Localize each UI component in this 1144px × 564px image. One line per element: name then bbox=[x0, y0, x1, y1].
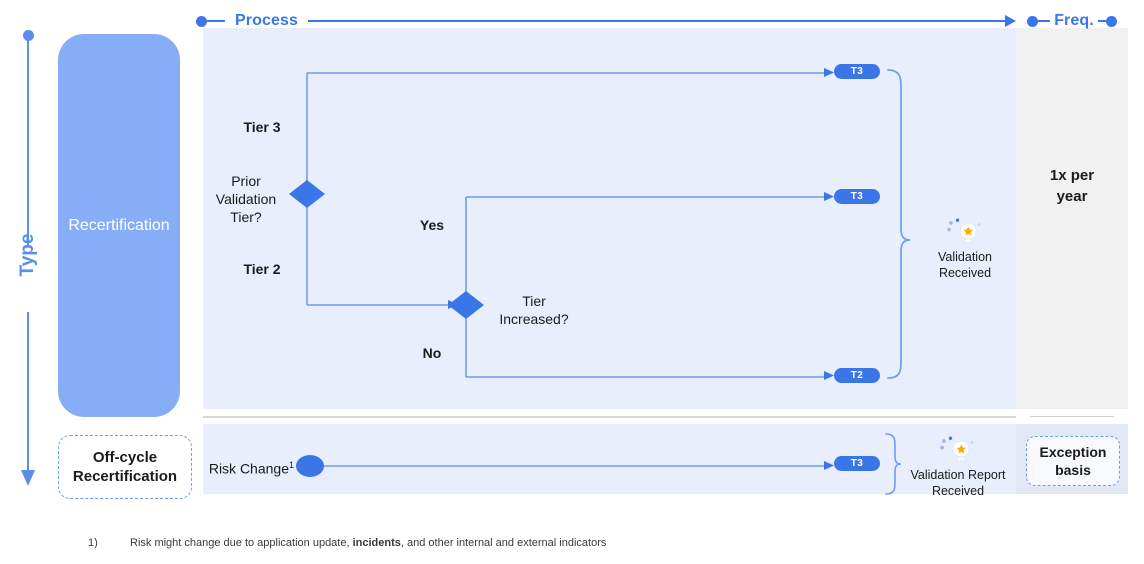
branch-label-tier2: Tier 2 bbox=[243, 261, 281, 277]
tier-badge-t3-mid[interactable]: T3 bbox=[834, 189, 880, 204]
decision-label-tier-increased: Tier Increased? bbox=[499, 293, 569, 327]
frequency-value-offcycle-box[interactable]: Exception basis bbox=[1026, 436, 1120, 486]
process-axis: Process bbox=[196, 12, 1016, 30]
process-column-panel-offcycle bbox=[203, 424, 1016, 494]
outcome-validation-report-received: Validation Report Received bbox=[898, 434, 1018, 499]
footnote-text-before: Risk might change due to application upd… bbox=[130, 537, 353, 549]
process-axis-start-dot bbox=[196, 15, 207, 27]
tier-badge-t3-top[interactable]: T3 bbox=[834, 64, 880, 79]
type-axis-line-upper bbox=[27, 39, 29, 246]
risk-change-text: Risk Change bbox=[208, 460, 289, 477]
frequency-axis-end-dot bbox=[1105, 15, 1117, 27]
process-axis-label: Process bbox=[235, 12, 298, 29]
type-axis-start-dot bbox=[23, 30, 34, 41]
frequency-axis-line-right bbox=[1097, 20, 1106, 22]
outcome-validation-received: Validation Received bbox=[910, 216, 1020, 281]
frequency-axis-label: Freq. bbox=[1054, 12, 1094, 29]
frequency-row-divider bbox=[1030, 416, 1114, 417]
type-axis-line-lower bbox=[27, 312, 29, 474]
footnote-text-bold: incidents bbox=[352, 537, 401, 549]
type-axis: Type bbox=[14, 30, 42, 492]
frequency-column-panel-main bbox=[1016, 28, 1128, 409]
type-axis-label: Type bbox=[17, 233, 38, 277]
outcome-validation-report-received-label: Validation Report Received bbox=[910, 468, 1006, 498]
footnote: 1) Risk might change due to application u… bbox=[88, 536, 988, 551]
offcycle-recertification-card[interactable]: Off-cycle Recertification bbox=[58, 435, 192, 499]
branch-label-no: No bbox=[422, 345, 442, 361]
decision-label-prior-validation-tier: Prior Validation Tier? bbox=[215, 173, 277, 225]
recertification-card[interactable]: Recertification bbox=[58, 34, 180, 417]
frequency-axis-line-left bbox=[1038, 20, 1051, 22]
risk-change-label: Risk Change1 bbox=[208, 456, 294, 478]
outcome-validation-received-label: Validation Received bbox=[938, 250, 992, 280]
frequency-axis: Freq. bbox=[1016, 12, 1128, 30]
tier-badge-t2-bottom[interactable]: T2 bbox=[834, 368, 880, 383]
process-axis-arrowhead bbox=[1005, 15, 1016, 27]
process-column-panel-main bbox=[203, 28, 1016, 409]
frequency-value-main: 1x per year bbox=[1049, 167, 1095, 205]
tier-badge-t3-offcycle[interactable]: T3 bbox=[834, 456, 880, 471]
type-axis-arrowhead bbox=[21, 470, 35, 486]
frequency-axis-start-dot bbox=[1027, 15, 1039, 27]
branch-label-tier3: Tier 3 bbox=[243, 119, 281, 135]
branch-label-yes: Yes bbox=[419, 217, 445, 233]
footnote-number: 1) bbox=[88, 537, 98, 549]
process-axis-line-right bbox=[307, 20, 1005, 22]
certificate-star-icon-offcycle bbox=[939, 436, 974, 463]
frequency-value-offcycle: Exception basis bbox=[1039, 444, 1107, 478]
recertification-card-label: Recertification bbox=[68, 216, 170, 234]
process-axis-line-left bbox=[207, 20, 225, 22]
offcycle-recertification-card-label: Off-cycle Recertification bbox=[72, 449, 178, 485]
process-row-divider bbox=[203, 416, 1016, 418]
risk-change-footnote-ref: 1 bbox=[288, 460, 294, 470]
footnote-text-after: , and other internal and external indica… bbox=[400, 537, 607, 549]
certificate-star-icon bbox=[946, 218, 981, 245]
